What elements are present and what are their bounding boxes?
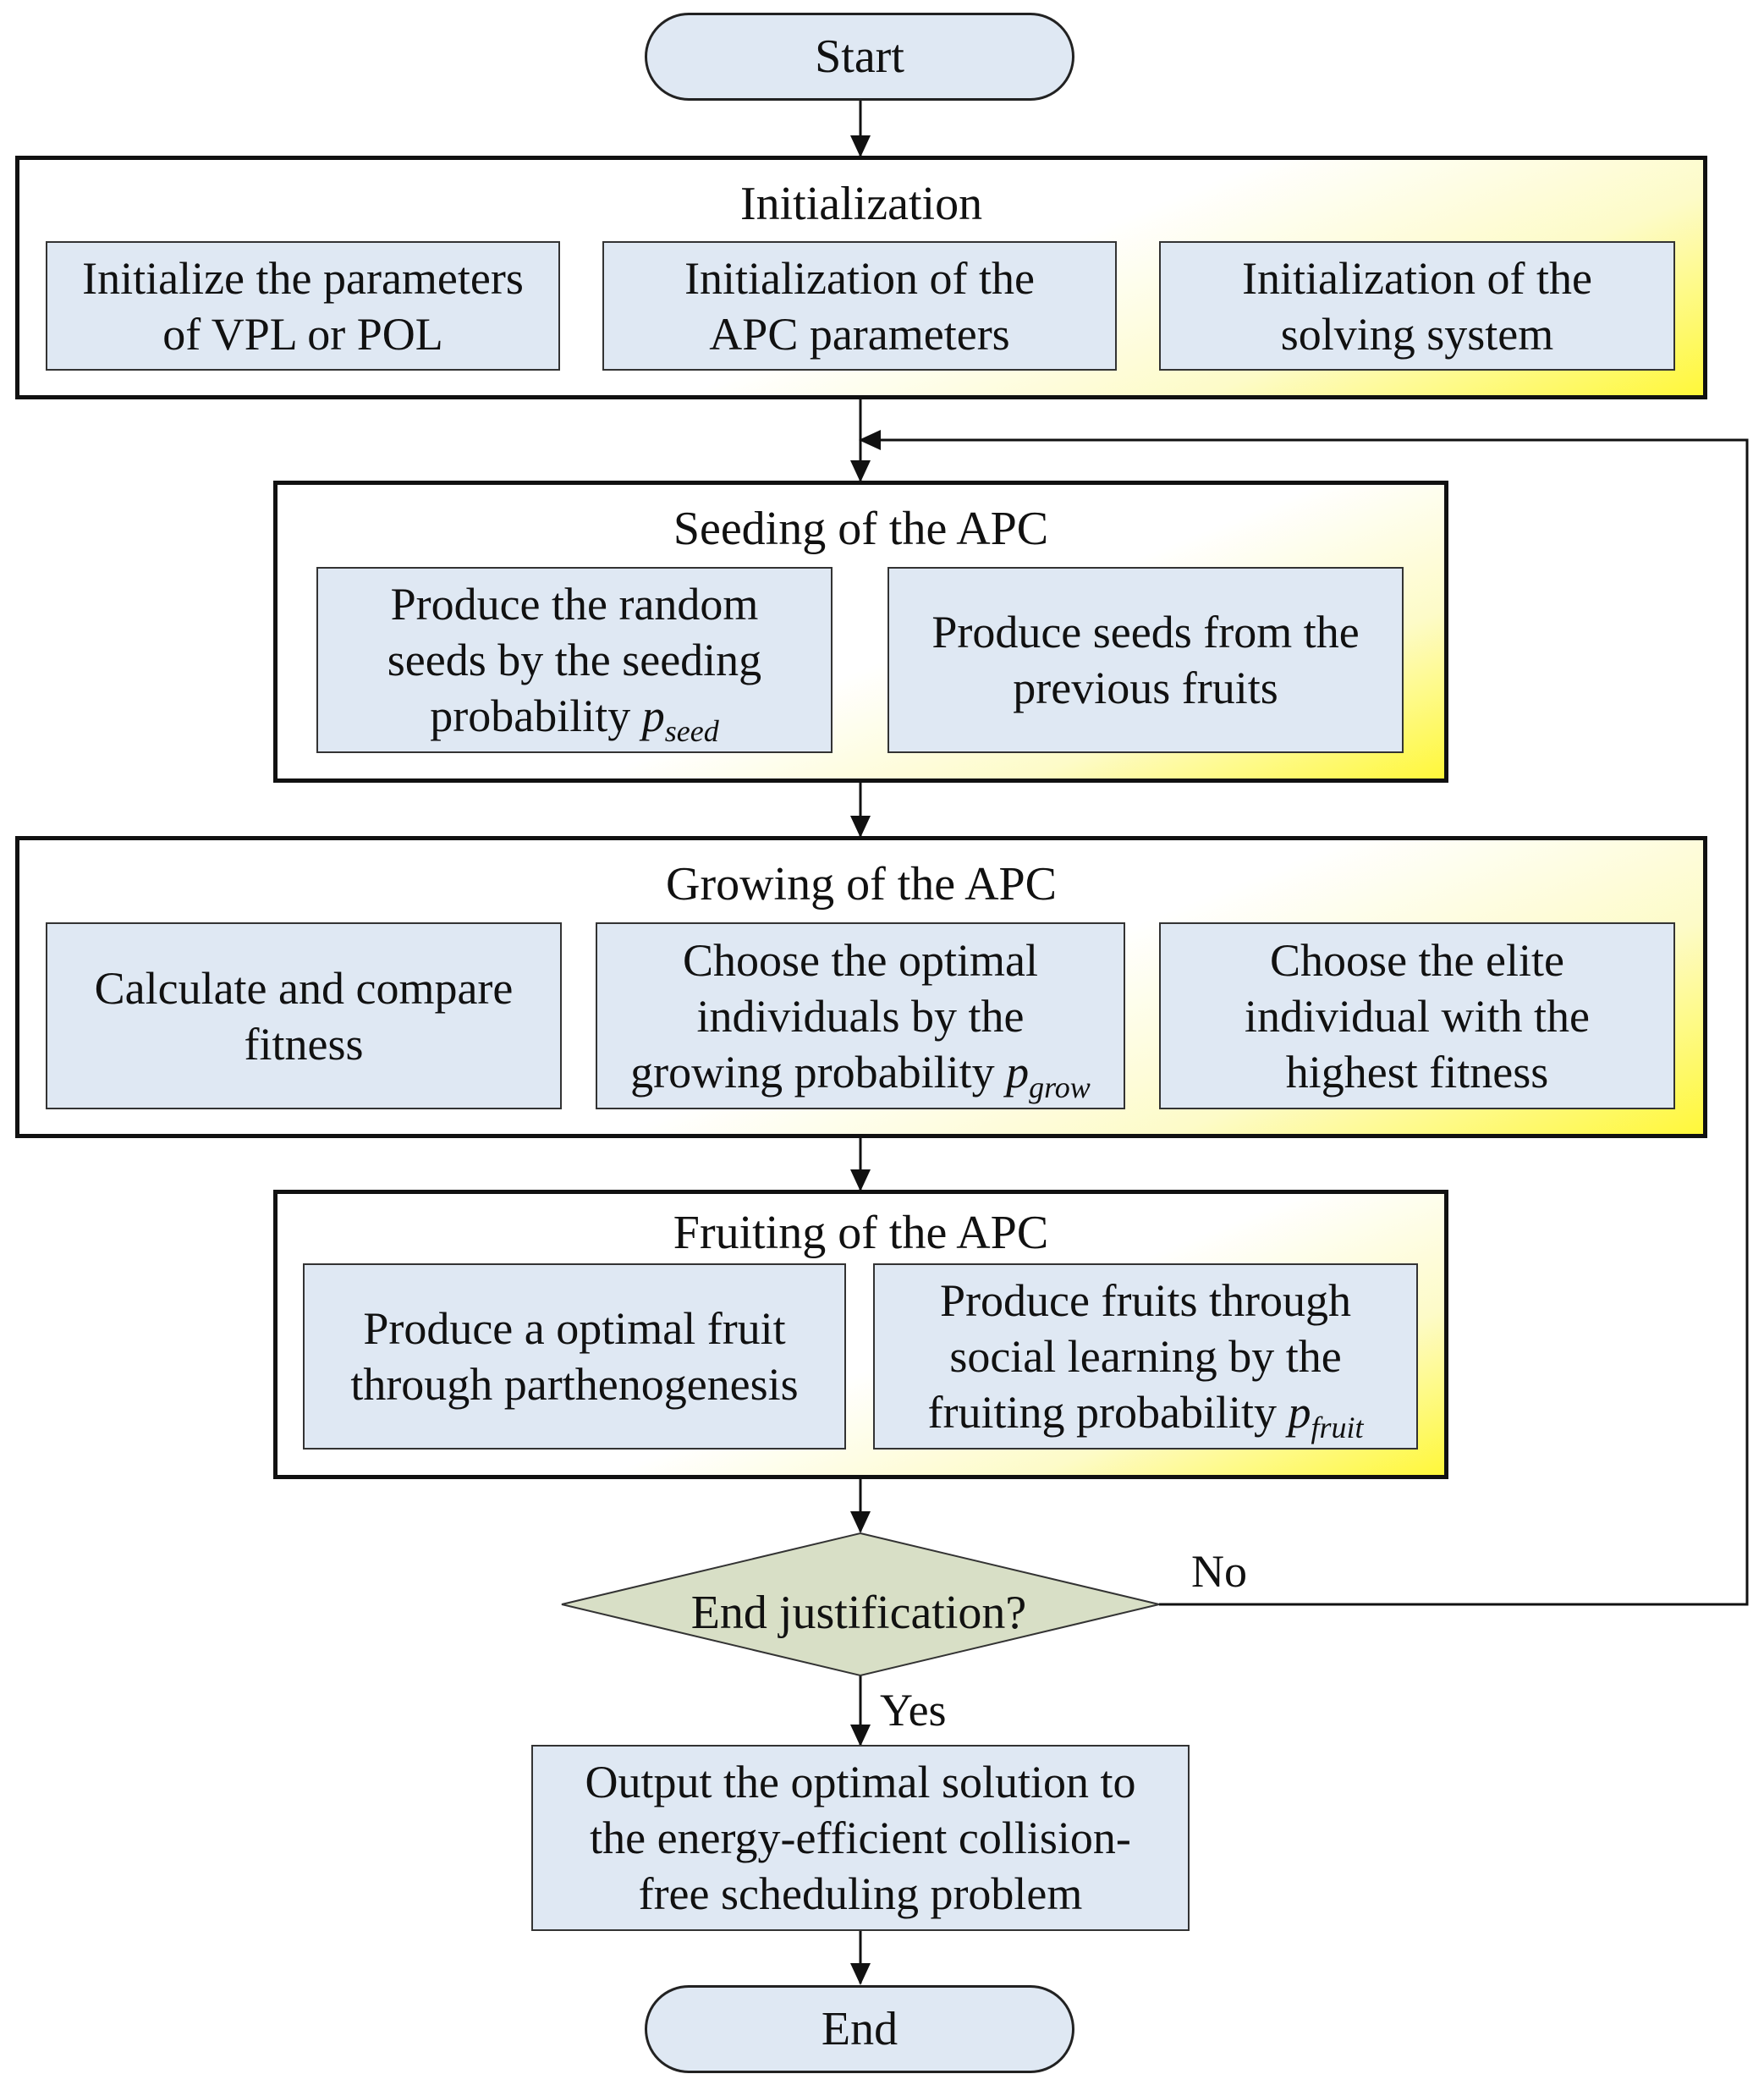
random-seeds-box: Produce the random seeds by the seeding … bbox=[316, 567, 833, 753]
init-solving-system-box: Initialization of the solving system bbox=[1159, 241, 1675, 371]
init-apc-params-box: Initialization of the APC parameters bbox=[602, 241, 1117, 371]
yes-label: Yes bbox=[880, 1685, 947, 1736]
decision-label: End justification? bbox=[690, 1587, 1027, 1639]
calculate-fitness-box: Calculate and compare fitness bbox=[46, 922, 562, 1109]
fruiting-title: Fruiting of the APC bbox=[673, 1207, 1049, 1259]
loop-back-no-path bbox=[859, 430, 1749, 1606]
seeds-from-fruits-box: Produce seeds from the previous fruits bbox=[887, 567, 1404, 753]
start-node: Start bbox=[645, 13, 1074, 101]
no-label: No bbox=[1191, 1546, 1247, 1597]
seeding-title: Seeding of the APC bbox=[673, 503, 1049, 555]
social-learning-box: Produce fruits through social learning b… bbox=[873, 1263, 1418, 1450]
decision-diamond bbox=[561, 1532, 1160, 1677]
growing-title: Growing of the APC bbox=[666, 858, 1057, 910]
output-solution-box: Output the optimal solution to the energ… bbox=[531, 1745, 1190, 1931]
choose-optimal-individuals-box: Choose the optimal individuals by the gr… bbox=[596, 922, 1125, 1109]
end-node: End bbox=[645, 1985, 1074, 2073]
p-grow-symbol: pgrow bbox=[1006, 1046, 1091, 1104]
initialization-title: Initialization bbox=[739, 178, 983, 230]
parthenogenesis-box: Produce a optimal fruit through partheno… bbox=[303, 1263, 846, 1450]
elite-individual-box: Choose the elite individual with the hig… bbox=[1159, 922, 1675, 1109]
p-seed-symbol: pseed bbox=[641, 690, 719, 748]
p-fruit-symbol: pfruit bbox=[1288, 1387, 1364, 1444]
init-vpl-pol-params-box: Initialize the parameters of VPL or POL bbox=[46, 241, 560, 371]
